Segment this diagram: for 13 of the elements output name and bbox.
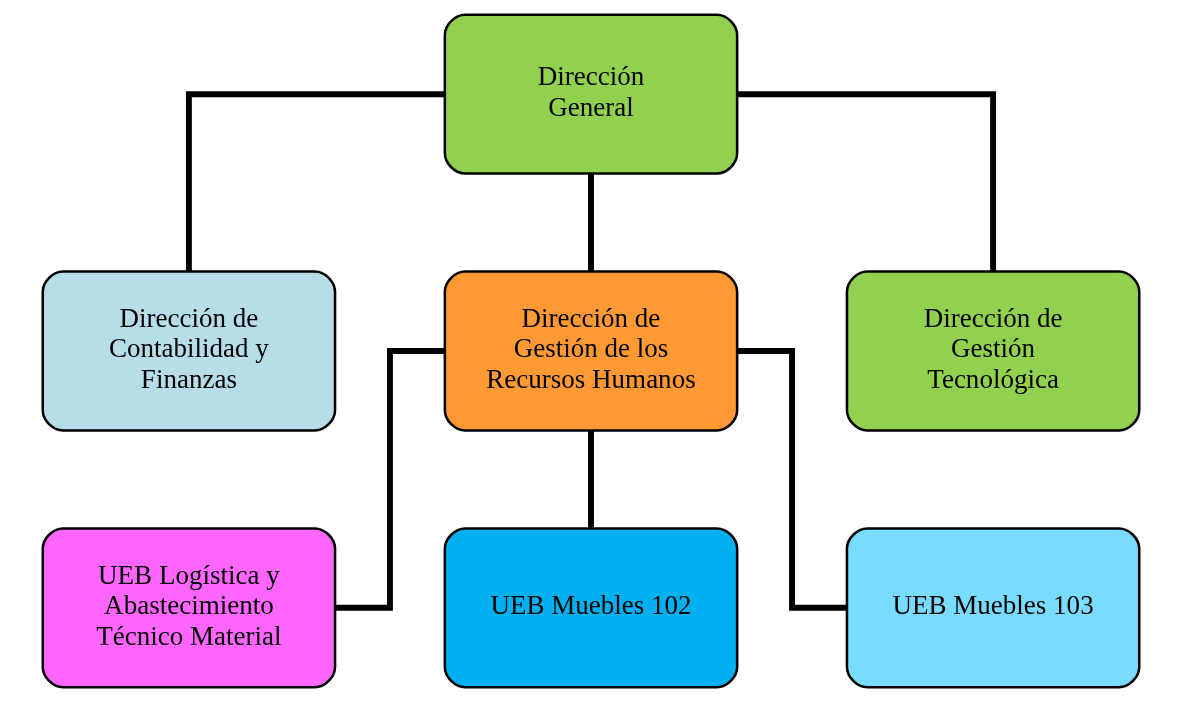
node-box: Dirección de Gestión de los Recursos Humanos [443,270,739,432]
connector [185,91,445,272]
connector [588,174,594,272]
connector [737,91,997,272]
node-box: UEB Muebles 102 [443,527,739,689]
connector [588,430,594,528]
connector [335,348,445,611]
node-box: Dirección de Gestión Tecnológica [845,270,1141,432]
node-box: Dirección General [443,13,739,175]
node-box: UEB Muebles 103 [845,527,1141,689]
node-box: Dirección de Contabilidad y Finanzas [41,270,337,432]
node-box: UEB Logística y Abastecimiento Técnico Material [41,527,337,689]
connector [737,348,847,611]
